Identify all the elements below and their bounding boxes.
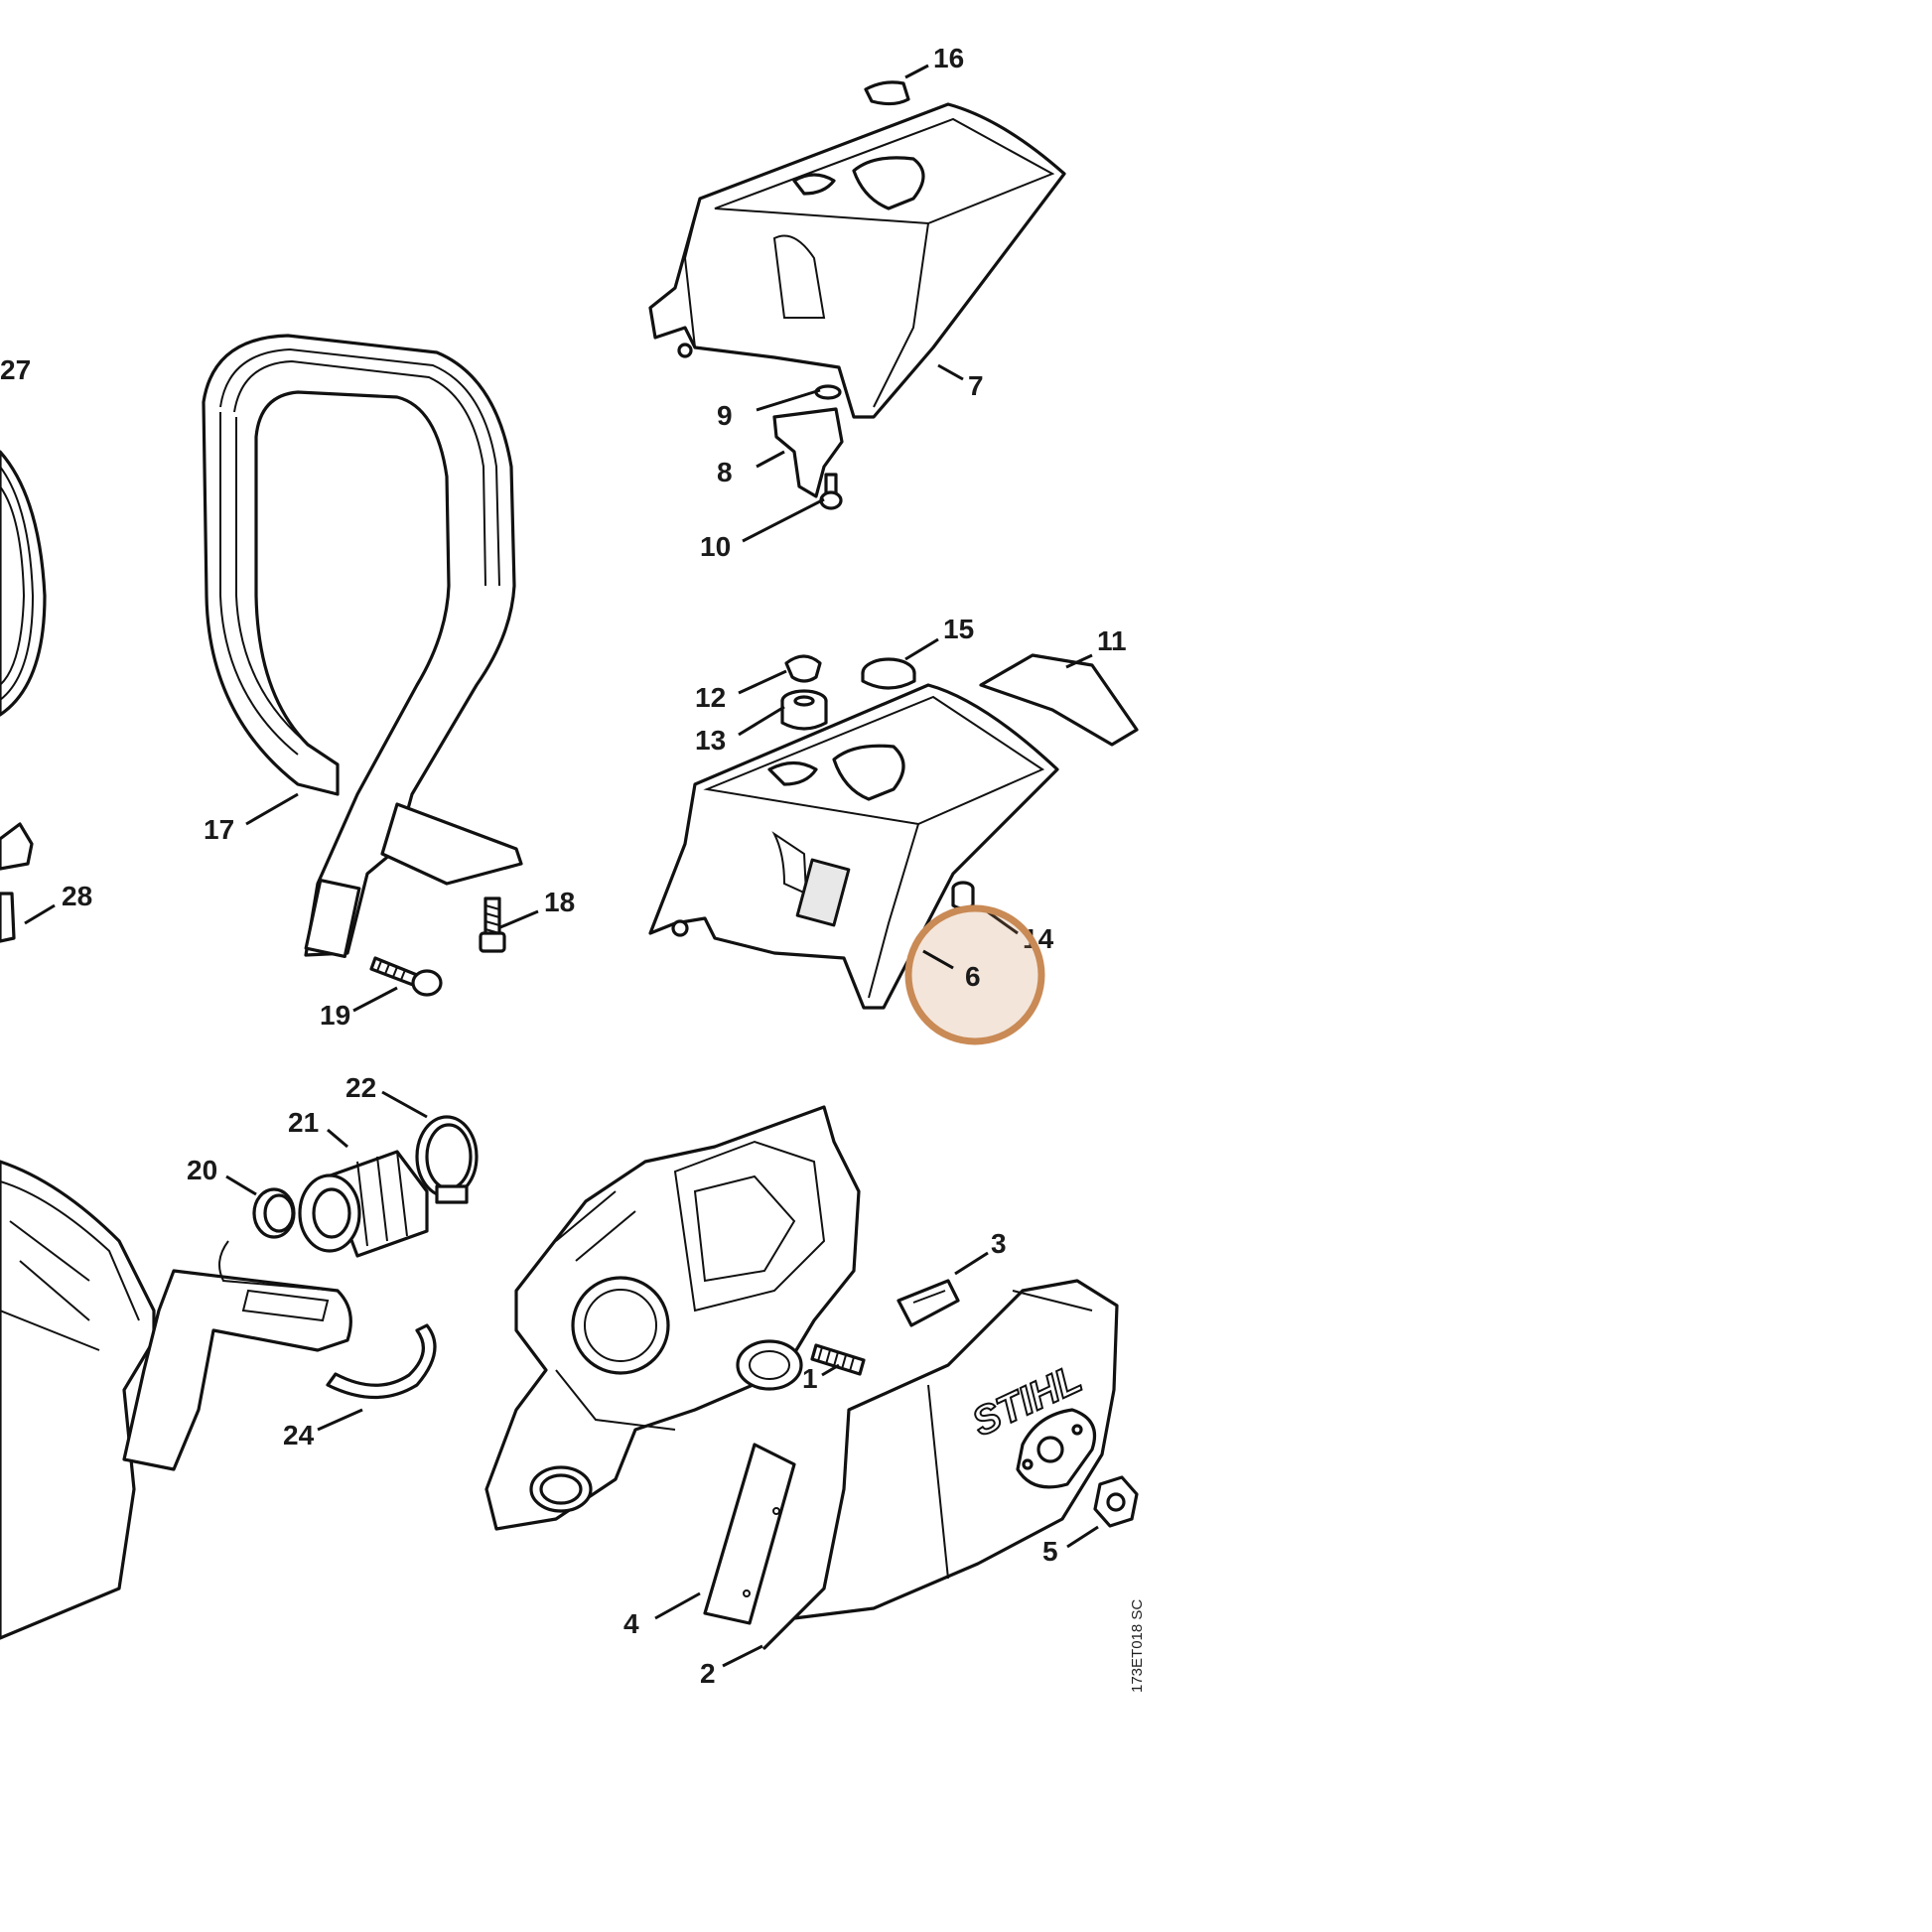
shroud-7 (648, 102, 1066, 419)
callout-16: 16 (933, 43, 964, 73)
callout-7: 7 (968, 370, 984, 401)
callout-3: 3 (991, 1228, 1007, 1259)
callout-8: 8 (717, 457, 733, 487)
clamp-22 (415, 1115, 479, 1204)
callout-4: 4 (623, 1608, 639, 1639)
bushing-13 (780, 689, 828, 731)
callout-20: 20 (187, 1155, 217, 1185)
partial-handle-left (0, 450, 47, 943)
screw-19 (369, 956, 443, 997)
callout-21: 21 (288, 1107, 319, 1138)
callout-labels: 16 7 9 8 10 11 15 12 13 14 17 18 19 20 2… (0, 43, 1127, 1689)
plug-15 (861, 657, 916, 690)
sleeve-14 (951, 881, 975, 910)
callout-18: 18 (544, 887, 575, 917)
plate-11 (979, 653, 1139, 747)
highlight-ring (904, 904, 1045, 1045)
highlight-part-6[interactable]: 6 (904, 904, 1045, 1045)
shroud-6 (648, 683, 1059, 1010)
callout-15: 15 (943, 614, 974, 644)
guide-4 (703, 1443, 796, 1625)
callout-5: 5 (1042, 1536, 1058, 1567)
sprocket-cover-2: STIHL (762, 1279, 1119, 1650)
hose-24 (326, 1323, 437, 1400)
callout-28: 28 (62, 881, 92, 911)
callout-22: 22 (345, 1072, 376, 1103)
nut-5 (1093, 1475, 1139, 1528)
callout-27: 27 (0, 354, 31, 385)
screw-18 (479, 897, 506, 953)
callout-12: 12 (695, 682, 726, 713)
chain-tensioner-3 (897, 1279, 960, 1327)
manifold-21 (298, 1150, 429, 1258)
handlebar-17 (202, 334, 523, 958)
drawing-code: 173ET018 SC (1129, 1599, 1146, 1693)
callout-24: 24 (283, 1420, 315, 1450)
callout-11: 11 (1097, 625, 1127, 656)
callout-2: 2 (700, 1658, 716, 1689)
callout-10: 10 (700, 531, 731, 562)
plug-12 (784, 654, 822, 683)
callout-6: 6 (965, 961, 981, 992)
callout-17: 17 (204, 814, 234, 845)
crankcase (484, 1105, 861, 1531)
callout-1: 1 (802, 1363, 818, 1394)
bracket-8 (772, 384, 844, 510)
callout-9: 9 (717, 400, 733, 431)
stud-1 (810, 1343, 866, 1376)
ring-20 (252, 1187, 296, 1239)
air-box-left (0, 1160, 352, 1640)
callout-19: 19 (320, 1000, 350, 1031)
cap-16 (864, 80, 910, 106)
callout-13: 13 (695, 725, 726, 756)
